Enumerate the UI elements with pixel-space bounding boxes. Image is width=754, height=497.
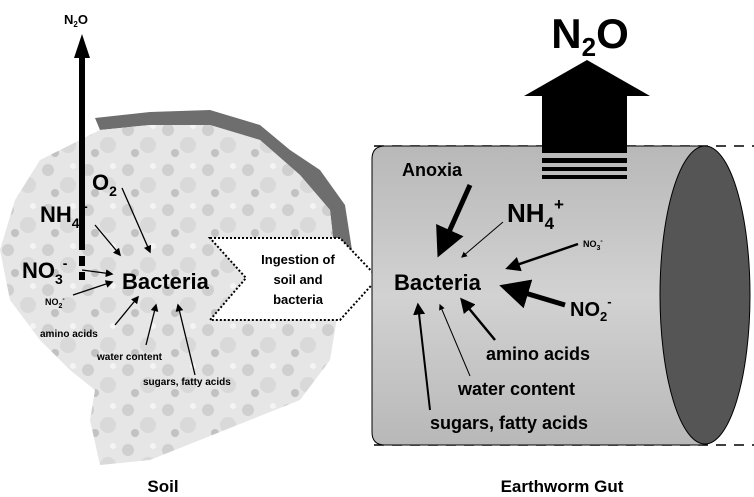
soil-o2: O2 bbox=[92, 170, 117, 199]
gut-end bbox=[659, 145, 751, 445]
soil-amino-acids: amino acids bbox=[40, 329, 98, 340]
gut-nh4: NH4+ bbox=[507, 195, 564, 233]
gut-no3: NO3- bbox=[583, 238, 603, 252]
earthworm-gut-label: Earthworm Gut bbox=[501, 477, 624, 496]
gut-bacteria: Bacteria bbox=[394, 270, 482, 295]
soil-water-content: water content bbox=[96, 352, 163, 363]
gut-amino-acids: amino acids bbox=[486, 344, 590, 364]
gut-water-content: water content bbox=[457, 379, 575, 399]
ingestion-line-2: soil and bbox=[273, 272, 322, 287]
gut-no2: NO2- bbox=[570, 294, 612, 324]
soil-input-arrows bbox=[72, 187, 196, 376]
gut-anoxia: Anoxia bbox=[402, 160, 463, 180]
ingestion-line-1: Ingestion of bbox=[261, 252, 335, 267]
soil-no3: NO3- bbox=[22, 255, 68, 287]
gut-sugars: sugars, fatty acids bbox=[430, 413, 588, 433]
soil-shadow-edge bbox=[95, 110, 352, 300]
soil-n2o-label: N2O bbox=[64, 12, 88, 29]
gut-n2o-label: N2O bbox=[551, 10, 628, 62]
gut-n2o-arrow bbox=[524, 60, 650, 179]
soil-bacteria: Bacteria bbox=[122, 269, 210, 294]
soil-nh4: NH4+ bbox=[40, 199, 88, 231]
soil-n2o-arrow bbox=[74, 34, 90, 280]
ingestion-arrow: Ingestion of soil and bacteria bbox=[207, 237, 380, 321]
soil-no2: NO2- bbox=[45, 296, 65, 310]
ingestion-line-3: bacteria bbox=[273, 292, 324, 307]
gut-input-arrows bbox=[413, 183, 579, 411]
soil-label: Soil bbox=[147, 477, 178, 496]
soil-sugars: sugars, fatty acids bbox=[143, 377, 231, 388]
